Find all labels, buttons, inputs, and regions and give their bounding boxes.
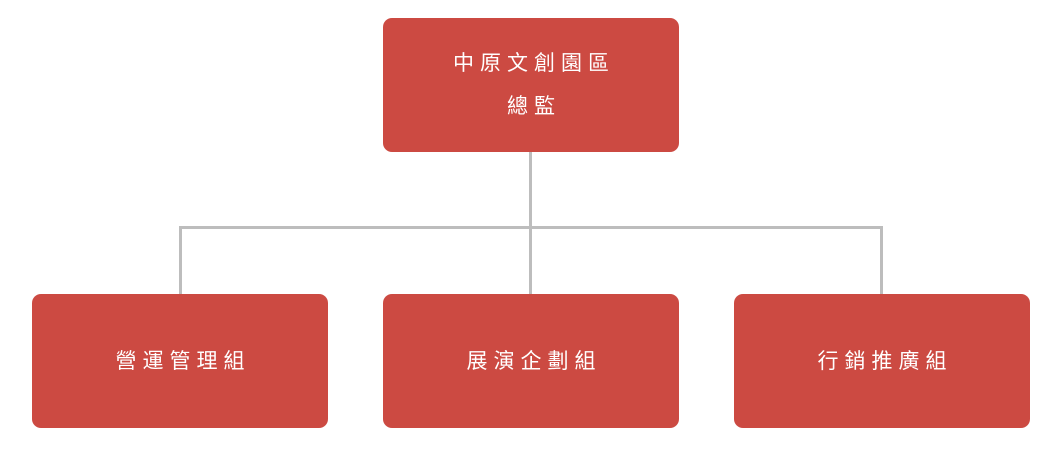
director-node: 中原文創園區 總監 bbox=[383, 18, 679, 152]
director-node-role: 總監 bbox=[507, 94, 561, 118]
connector-left-vertical bbox=[179, 226, 182, 295]
exhibition-planning-node: 展演企劃組 bbox=[383, 294, 679, 428]
connector-right-vertical bbox=[880, 226, 883, 295]
marketing-promotion-node: 行銷推廣組 bbox=[734, 294, 1030, 428]
exhibition-planning-label: 展演企劃組 bbox=[466, 348, 602, 373]
connector-root-vertical bbox=[529, 152, 532, 229]
marketing-promotion-label: 行銷推廣組 bbox=[817, 348, 953, 373]
operations-management-node: 營運管理組 bbox=[32, 294, 328, 428]
operations-management-label: 營運管理組 bbox=[115, 348, 251, 373]
director-node-title: 中原文創園區 bbox=[453, 51, 615, 75]
connector-middle-vertical bbox=[529, 226, 532, 295]
